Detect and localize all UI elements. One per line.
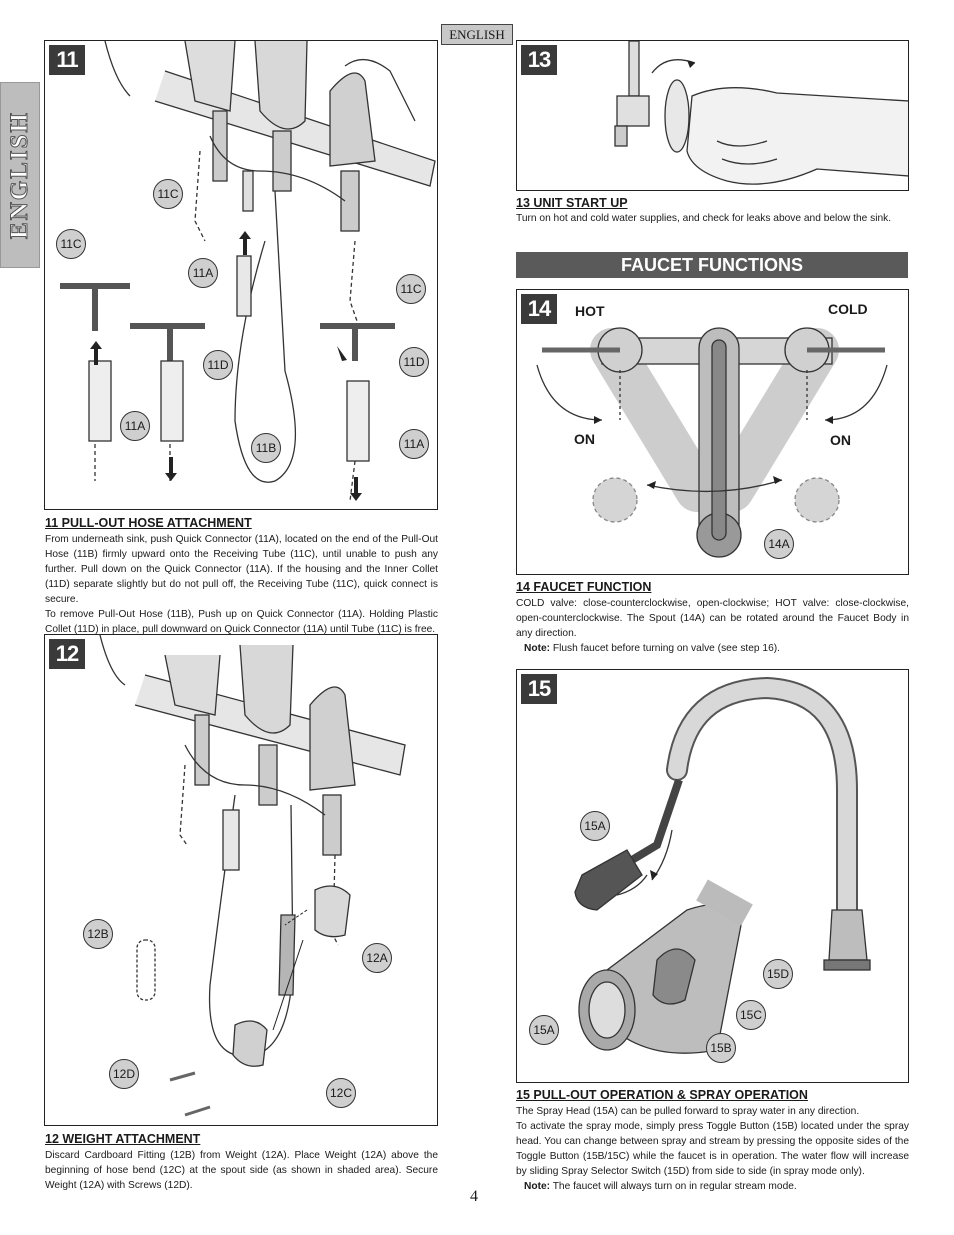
step-13-body: Turn on hot and cold water supplies, and…	[516, 213, 892, 224]
callout-15a-bottom: 15A	[529, 1015, 559, 1045]
note-label: Note:	[524, 643, 551, 654]
callout-15a-top: 15A	[580, 811, 610, 841]
callout-12b: 12B	[83, 919, 113, 949]
note-label: Note:	[524, 1181, 551, 1192]
note-text: Flush faucet before turning on valve (se…	[552, 643, 780, 654]
spray-operation-illustration	[574, 676, 871, 1054]
step-12-number: 12	[49, 639, 85, 669]
step-15-paragraph: The Spray Head (15A) can be pulled forwa…	[516, 1106, 860, 1117]
callout-15b: 15B	[706, 1033, 736, 1063]
language-badge: ENGLISH	[441, 24, 513, 45]
step-11-title: 11 PULL-OUT HOSE ATTACHMENT	[45, 516, 252, 530]
step-11-panel: 11 11C 11C 11A 11C 11D 11D 11A 11A 11B	[44, 40, 438, 510]
step-15-title: 15 PULL-OUT OPERATION & SPRAY OPERATION	[516, 1088, 808, 1102]
unit-start-up-illustration	[614, 41, 908, 185]
callout-11a-right: 11A	[399, 429, 429, 459]
side-tab-label: ENGLISH	[6, 111, 34, 240]
callout-14a: 14A	[764, 529, 794, 559]
step-11-paragraph: To remove Pull-Out Hose (11B), Push up o…	[45, 609, 438, 635]
callout-12d: 12D	[109, 1059, 139, 1089]
step-14-paragraph: COLD valve: close-counterclockwise, open…	[516, 598, 909, 639]
step-12-title: 12 WEIGHT ATTACHMENT	[45, 1132, 201, 1146]
callout-11d-left: 11D	[203, 350, 233, 380]
callout-11b: 11B	[251, 433, 281, 463]
step-13-title: 13 UNIT START UP	[516, 196, 628, 210]
callout-12c: 12C	[326, 1078, 356, 1108]
callout-11a-left: 11A	[120, 411, 150, 441]
step-11-number: 11	[49, 45, 85, 75]
step-12-body: Discard Cardboard Fitting (12B) from Wei…	[45, 1150, 438, 1191]
faucet-functions-banner: FAUCET FUNCTIONS	[516, 252, 908, 278]
step-14-note: Note: Flush faucet before turning on val…	[516, 641, 909, 656]
on-left-label: ON	[574, 431, 595, 447]
callout-12a: 12A	[362, 943, 392, 973]
faucet-function-illustration	[536, 327, 888, 558]
step-12-panel: 12 12B 12A 12D 12C	[44, 634, 438, 1126]
step-15-number: 15	[521, 674, 557, 704]
callout-11c-top: 11C	[153, 179, 183, 209]
step-15-note: Note: The faucet will always turn on in …	[516, 1179, 909, 1194]
cold-label: COLD	[828, 301, 868, 317]
weight-attachment-illustration	[99, 635, 406, 1117]
hose-attachment-illustration	[60, 41, 436, 502]
step-15-body: The Spray Head (15A) can be pulled forwa…	[516, 1104, 909, 1194]
page-number: 4	[470, 1188, 478, 1205]
hot-label: HOT	[575, 303, 605, 319]
step-14-panel: 14 HOT COLD ON ON 14A	[516, 289, 909, 575]
step-15-paragraph: To activate the spray mode, simply press…	[516, 1121, 909, 1177]
step-14-body: COLD valve: close-counterclockwise, open…	[516, 596, 909, 656]
step-11-body: From underneath sink, push Quick Connect…	[45, 532, 438, 637]
side-language-tab: ENGLISH	[0, 82, 40, 268]
callout-15c: 15C	[736, 1000, 766, 1030]
step-13-panel: 13	[516, 40, 909, 191]
step-15-panel: 15 15A 15D 15C 15A 15B	[516, 669, 909, 1083]
callout-11c-right: 11C	[396, 274, 426, 304]
callout-11d-right: 11D	[399, 347, 429, 377]
callout-11a-center: 11A	[188, 258, 218, 288]
step-13-number: 13	[521, 45, 557, 75]
callout-15d: 15D	[763, 959, 793, 989]
note-text: The faucet will always turn on in regula…	[552, 1181, 797, 1192]
step-14-title: 14 FAUCET FUNCTION	[516, 580, 652, 594]
step-14-number: 14	[521, 294, 557, 324]
callout-11c-left: 11C	[56, 229, 86, 259]
step-11-paragraph: From underneath sink, push Quick Connect…	[45, 534, 438, 605]
on-right-label: ON	[830, 432, 851, 448]
